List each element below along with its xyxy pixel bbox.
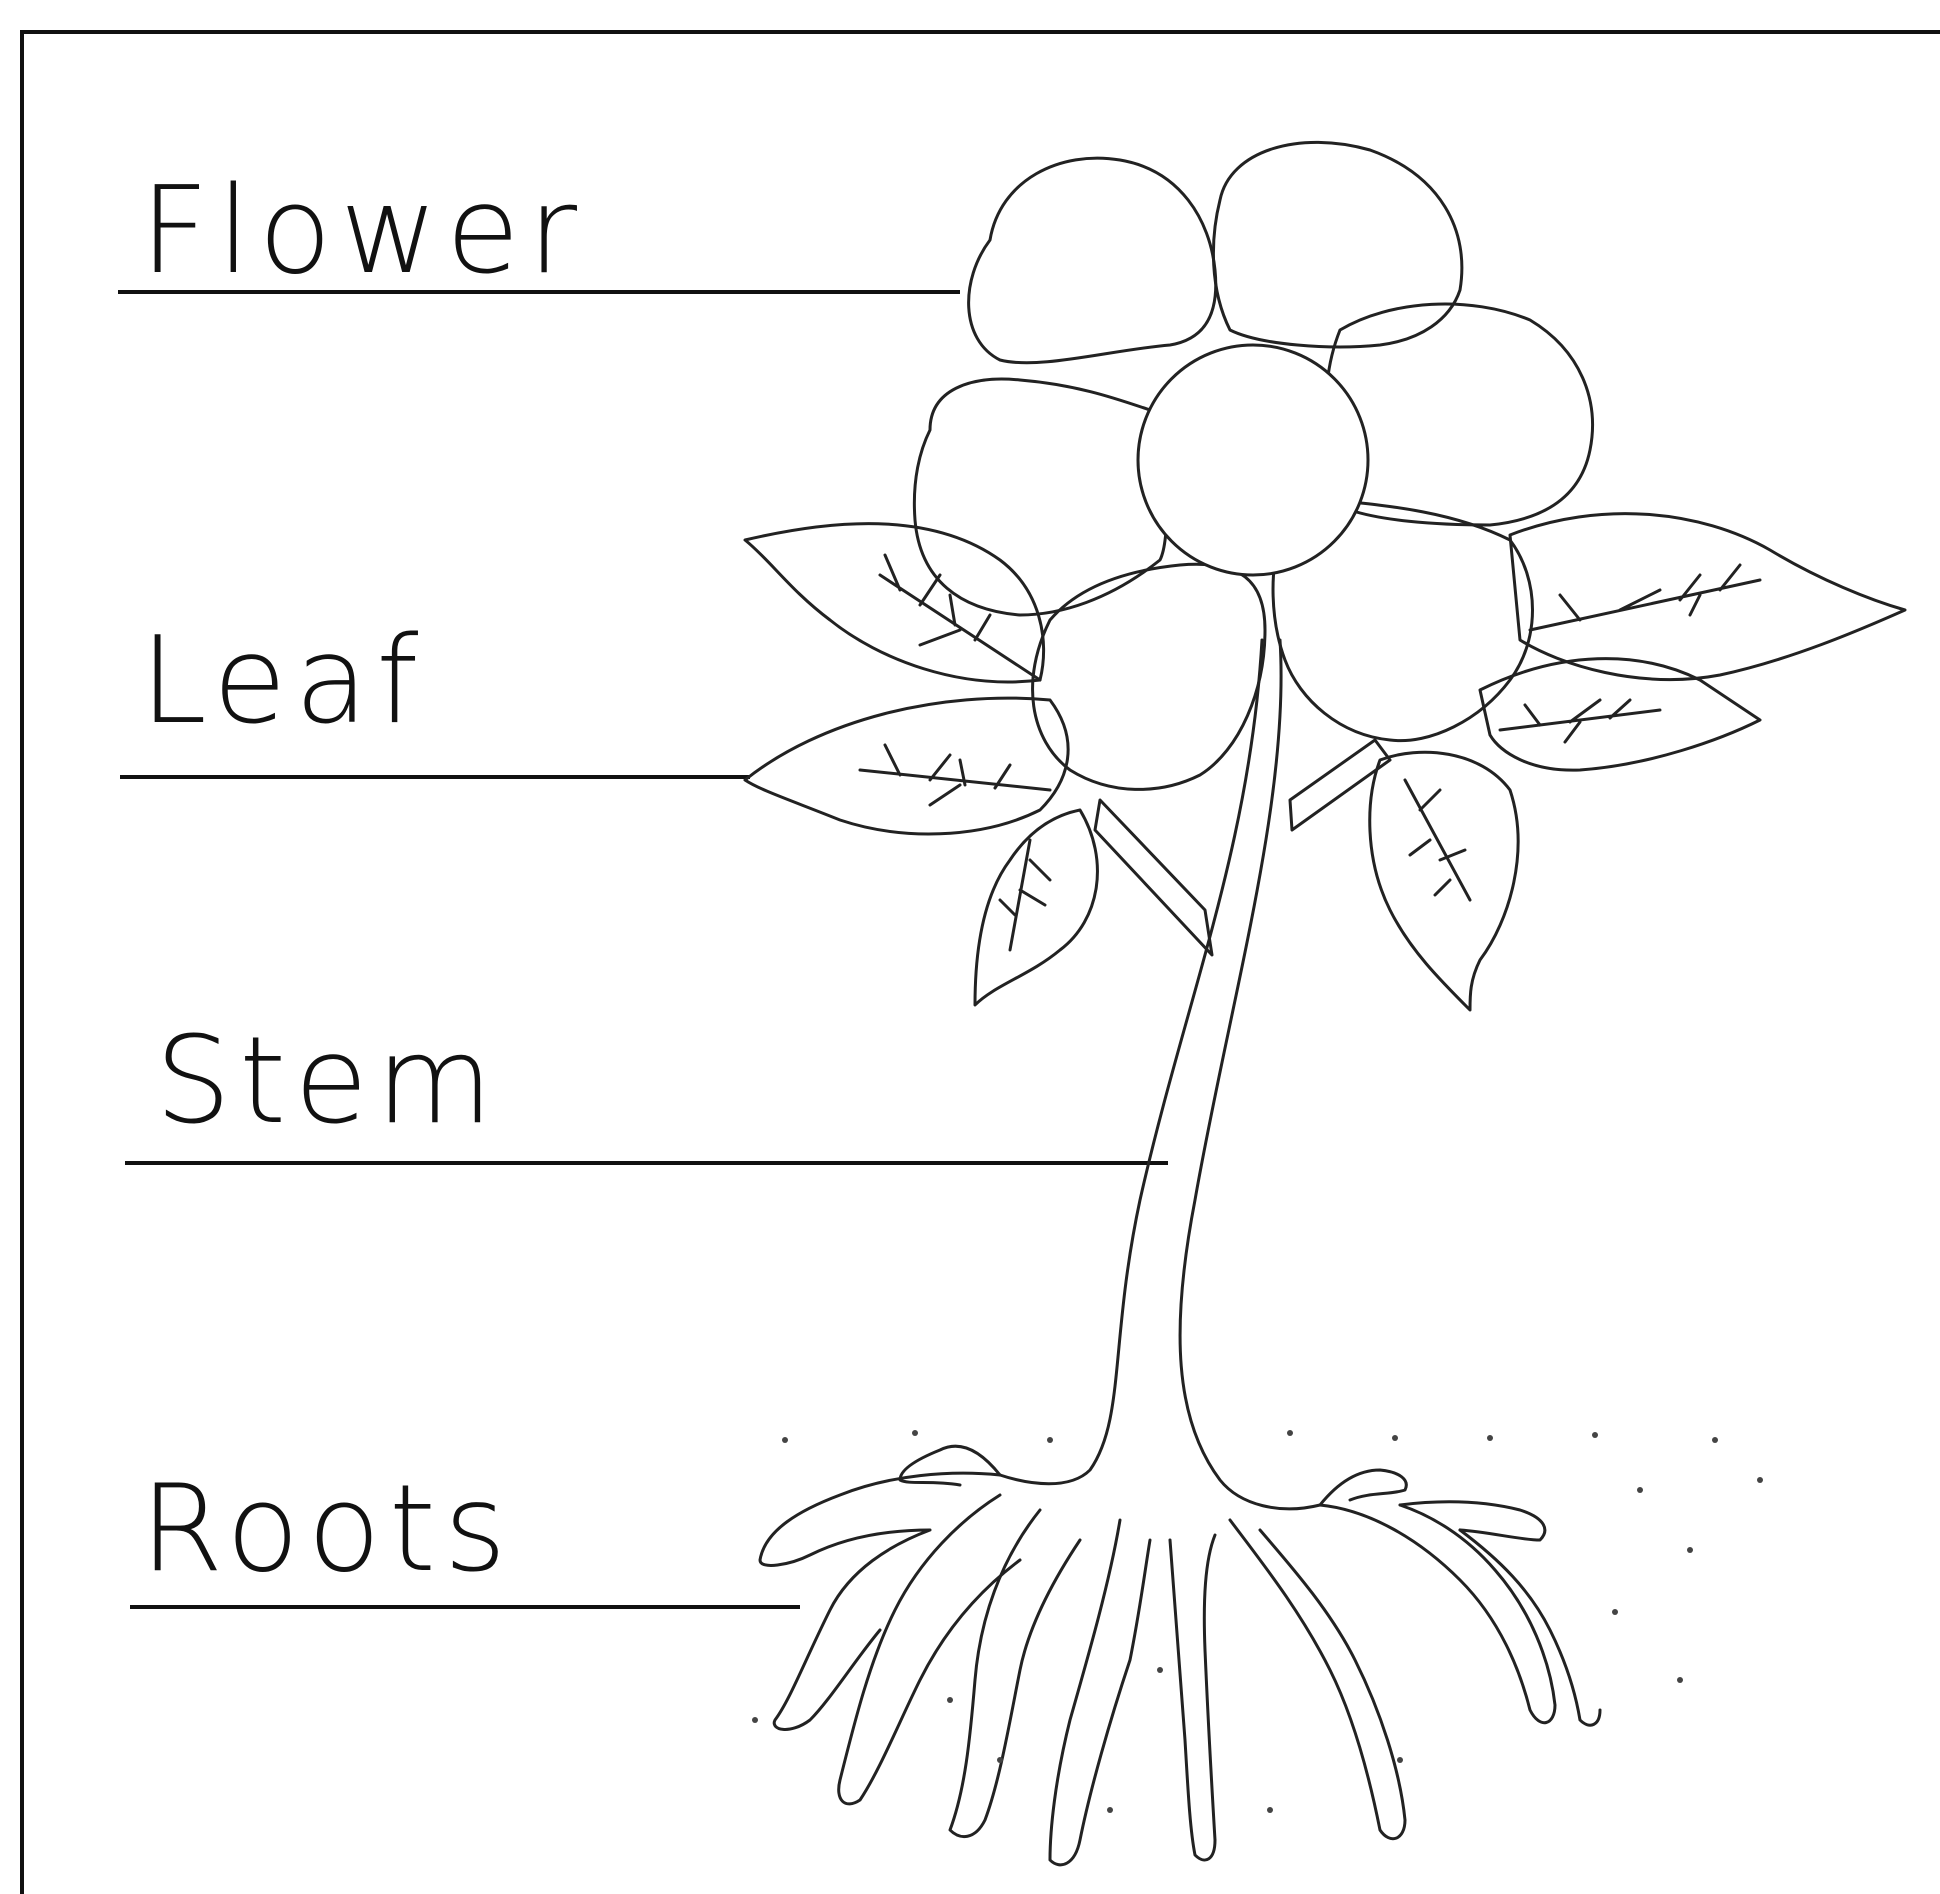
leaf-branch-left (1095, 800, 1212, 955)
leaf-left-upper (745, 524, 1044, 682)
leaf-right-middle-veins (1500, 700, 1660, 742)
soil-specks (752, 1430, 1763, 1813)
leaf-left-lower-veins (860, 745, 1050, 805)
stem-right-edge (1180, 640, 1320, 1509)
root-center (1050, 1520, 1150, 1865)
label-roots: Roots (140, 1460, 514, 1599)
petal-left (914, 379, 1166, 615)
root-left-hook (900, 1446, 1000, 1485)
leaf-right-upper-veins (1530, 565, 1760, 630)
root-center-right (1170, 1535, 1215, 1860)
leaf-branch-right (1290, 740, 1390, 830)
label-stem: Stem (155, 1012, 501, 1151)
leaf-right-hanging (1370, 752, 1518, 1010)
leaf-right-upper (1510, 514, 1905, 680)
plant-drawing (745, 142, 1905, 1864)
root-right-far (1460, 1530, 1600, 1725)
leaf-left-lower (745, 698, 1068, 834)
leaf-left-hanging (975, 810, 1097, 1005)
label-flower: Flower (140, 162, 585, 301)
leaf-left-hanging-veins (1000, 840, 1050, 950)
root-left-outer (760, 1473, 1000, 1729)
leaf-right-hanging-veins (1405, 780, 1470, 900)
petal-top-left (969, 158, 1216, 363)
petal-right (1326, 304, 1592, 525)
flower-center (1138, 345, 1368, 575)
label-leaf: Leaf (140, 612, 426, 751)
root-right-middle (1230, 1520, 1405, 1839)
root-right-hook (1320, 1470, 1545, 1540)
root-center-left (950, 1510, 1080, 1837)
petal-top-right (1213, 142, 1461, 347)
